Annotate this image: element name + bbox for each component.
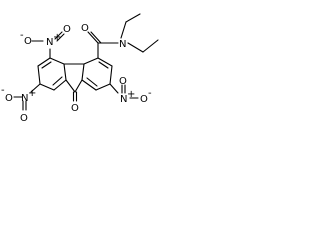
chemical-structure: O - N + O - O N + O O N + O - O O N <box>1 13 159 124</box>
bond <box>63 63 67 81</box>
nitro-group-left: - O N + O <box>1 85 36 124</box>
oxygen-label: O <box>119 76 127 87</box>
charge-plus: + <box>127 89 135 100</box>
bond <box>98 61 109 69</box>
bond <box>74 79 83 93</box>
charge-minus: - <box>148 88 152 99</box>
bond <box>109 83 119 94</box>
nitrogen-label: N <box>120 94 127 105</box>
nitrogen-label: N <box>46 37 53 48</box>
bond <box>54 31 63 40</box>
oxygen-label: O <box>20 113 28 124</box>
bond <box>81 79 97 91</box>
bond <box>52 76 63 86</box>
bond <box>127 42 144 53</box>
structure-canvas: O - N + O - O N + O O N + O - O O N <box>0 0 177 126</box>
bond <box>39 83 55 91</box>
ketone-oxygen-label: O <box>71 103 79 114</box>
bond <box>30 83 41 93</box>
bond <box>142 39 159 53</box>
amide-oxygen-label: O <box>81 23 89 34</box>
bond <box>37 57 51 67</box>
bond <box>65 79 76 93</box>
bond <box>97 57 113 67</box>
bond <box>83 57 99 65</box>
charge-minus: - <box>1 85 5 96</box>
bond <box>90 31 102 44</box>
nitro-group-right: O N + O - <box>119 76 152 105</box>
nitro-group-top: O - N + O <box>20 24 71 48</box>
bond <box>53 79 67 91</box>
bond <box>109 65 113 85</box>
bond <box>125 13 141 23</box>
nitrogen-label: N <box>21 93 28 104</box>
bond <box>37 65 41 85</box>
bond <box>95 83 111 91</box>
oxygen-label: O <box>140 94 148 105</box>
oxygen-label: O <box>5 93 13 104</box>
bond <box>120 21 127 39</box>
charge-plus: + <box>28 88 36 99</box>
bond <box>81 63 85 81</box>
bond <box>87 31 99 44</box>
oxygen-label: O <box>24 36 32 47</box>
bond-lines <box>13 13 159 111</box>
bond <box>41 61 52 69</box>
oxygen-label: O <box>63 24 71 35</box>
bond <box>86 77 98 87</box>
charge-minus: - <box>20 30 24 41</box>
charge-plus: + <box>53 32 61 43</box>
amide-nitrogen-label: N <box>119 39 126 50</box>
bond <box>56 33 65 42</box>
bond <box>49 57 65 65</box>
